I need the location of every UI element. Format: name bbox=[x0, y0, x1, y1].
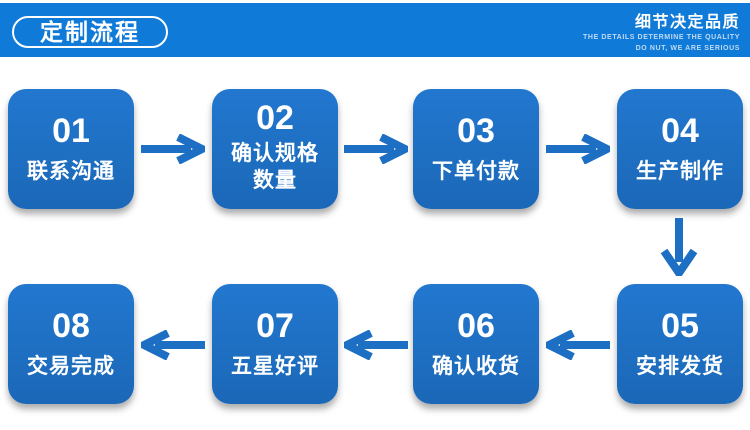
arrow-left-icon bbox=[546, 330, 610, 360]
step-label: 安排发货 bbox=[636, 354, 724, 378]
step-label: 确认收货 bbox=[432, 354, 520, 378]
slogan-text: 细节决定品质 bbox=[634, 14, 740, 31]
step-box-08: 08 交易完成 bbox=[8, 284, 134, 404]
arrow-right-icon bbox=[546, 134, 610, 164]
arrow-left-icon bbox=[344, 330, 408, 360]
step-box-06: 06 确认收货 bbox=[413, 284, 539, 404]
step-number: 03 bbox=[457, 112, 495, 151]
step-box-07: 07 五星好评 bbox=[212, 284, 338, 404]
arrow-down-icon bbox=[660, 218, 698, 276]
step-label: 联系沟通 bbox=[27, 159, 115, 183]
banner-title-pill: 定制流程 bbox=[12, 16, 168, 48]
step-box-03: 03 下单付款 bbox=[413, 89, 539, 209]
slogan-subtext-line2: DO NUT, WE ARE SERIOUS bbox=[635, 44, 740, 52]
step-label: 下单付款 bbox=[432, 159, 520, 183]
step-box-05: 05 安排发货 bbox=[617, 284, 743, 404]
step-label: 五星好评 bbox=[231, 354, 319, 378]
step-number: 05 bbox=[661, 307, 699, 346]
step-label: 生产制作 bbox=[636, 159, 724, 183]
banner-slogan: 细节决定品质 THE DETAILS DETERMINE THE QUALITY… bbox=[583, 13, 740, 54]
arrow-right-icon bbox=[141, 134, 205, 164]
step-label: 交易完成 bbox=[27, 354, 115, 378]
step-number: 02 bbox=[256, 98, 294, 137]
step-number: 07 bbox=[256, 307, 294, 346]
step-box-02: 02 确认规格 数量 bbox=[212, 89, 338, 209]
step-label: 确认规格 数量 bbox=[231, 141, 319, 193]
slogan-subtext-line1: THE DETAILS DETERMINE THE QUALITY bbox=[583, 34, 740, 41]
step-number: 01 bbox=[52, 112, 90, 151]
step-number: 08 bbox=[52, 307, 90, 346]
arrow-left-icon bbox=[141, 330, 205, 360]
banner: 定制流程 细节决定品质 THE DETAILS DETERMINE THE QU… bbox=[0, 3, 750, 57]
step-number: 04 bbox=[661, 112, 699, 151]
step-number: 06 bbox=[457, 307, 495, 346]
page-title: 定制流程 bbox=[40, 18, 140, 45]
step-box-04: 04 生产制作 bbox=[617, 89, 743, 209]
step-box-01: 01 联系沟通 bbox=[8, 89, 134, 209]
arrow-right-icon bbox=[344, 134, 408, 164]
